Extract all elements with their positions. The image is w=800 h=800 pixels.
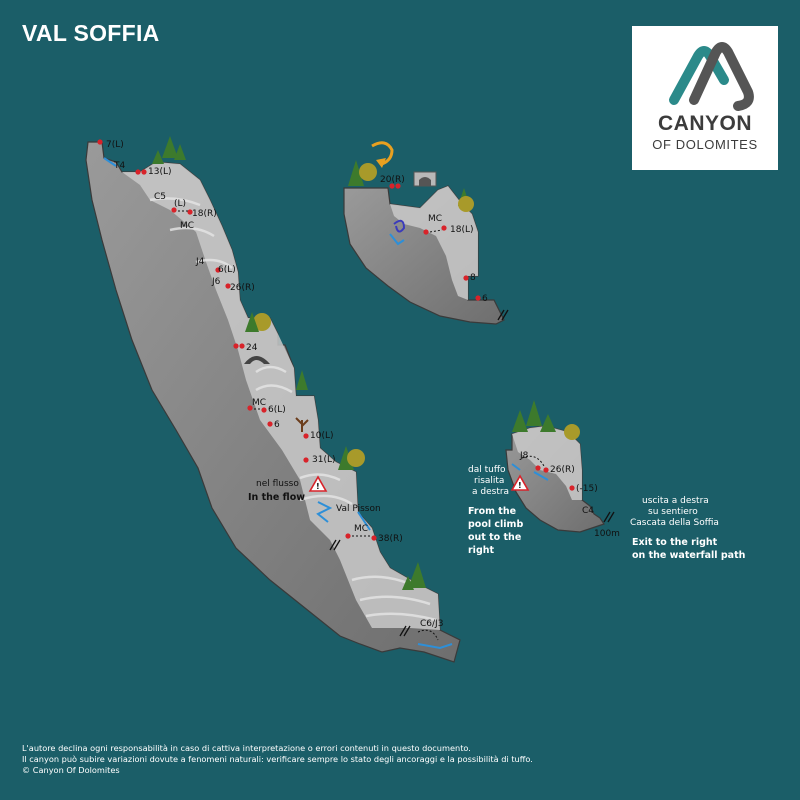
rock-strata-1: [149, 197, 437, 622]
copyright: © Canyon Of Dolomites: [22, 764, 120, 775]
label: 6(L): [218, 265, 236, 275]
whirlpool-icon: [393, 219, 406, 233]
disclaimer: L'autore declina ogni responsabilità in …: [22, 743, 582, 775]
svg-text:uscita a destra: uscita a destra: [642, 496, 709, 506]
svg-text:right: right: [468, 545, 495, 556]
svg-text:!: !: [518, 481, 522, 490]
label: 7(L): [106, 140, 124, 150]
label: 18(L): [450, 225, 474, 235]
hazard-warning-icon: !: [510, 474, 530, 491]
label: C6/J3: [420, 619, 443, 629]
svg-text:on the waterfall path: on the waterfall path: [632, 550, 746, 561]
canyon-section-2: 20(R) MC 18(L) 8 6: [343, 141, 509, 325]
disclaimer-line: Il canyon può subire variazioni dovute a…: [22, 753, 533, 764]
anchor-points-2: [389, 183, 481, 301]
label: 6: [274, 420, 280, 430]
disclaimer-line: L'autore declina ogni responsabilità in …: [22, 743, 471, 753]
label: T4: [113, 161, 125, 171]
logo-name: CANYON: [657, 112, 752, 135]
hazard-warning-icon: !: [308, 475, 328, 492]
label: 18(R): [192, 209, 217, 219]
label: 8: [470, 273, 476, 283]
svg-text:dal tuffo: dal tuffo: [468, 465, 506, 475]
svg-text:Exit to the right: Exit to the right: [632, 537, 718, 548]
label: 38(R): [378, 534, 403, 544]
trees-1: [152, 136, 426, 590]
label: (L): [174, 199, 186, 209]
label: C4: [582, 506, 594, 516]
mountain-drop-icon: [669, 42, 754, 111]
trees-2: [348, 160, 474, 212]
svg-text:a destra: a destra: [472, 487, 509, 497]
label: 100m: [594, 529, 620, 539]
label: 10(L): [310, 431, 334, 441]
canyon-section-3: ! J8 26(R) (-15) C4 100m: [505, 400, 620, 539]
label: MC: [428, 214, 442, 224]
label: MC: [180, 221, 194, 231]
trees-3: [512, 400, 580, 440]
arch-icon: [244, 356, 270, 364]
note-it: nel flusso: [256, 479, 299, 489]
anchor-points-1: [97, 139, 377, 541]
canyon-of-dolomites-logo: CANYON OF DOLOMITES: [632, 26, 778, 170]
svg-text:pool climb: pool climb: [468, 519, 523, 530]
label: 24: [246, 343, 258, 353]
svg-text:Cascata della Soffia: Cascata della Soffia: [630, 518, 719, 528]
label: J6: [211, 277, 221, 287]
label: J4: [195, 257, 205, 267]
pool-climb-note: dal tuffo risalita a destra From the poo…: [468, 465, 523, 556]
break-mark: [497, 309, 509, 321]
break-mark: [329, 539, 341, 551]
rock-light-band-3: [512, 426, 582, 500]
label: 31(L): [312, 455, 336, 465]
rock-light-band-1: [122, 162, 440, 630]
label: 6(L): [268, 405, 286, 415]
canyon-section-1: ! 7(L) T4 13(L) C5 (L) 18(R) MC J4 6(L) …: [85, 136, 461, 663]
svg-text:From the: From the: [468, 506, 516, 517]
label: 6: [482, 294, 488, 304]
logo-subtitle: OF DOLOMITES: [652, 137, 758, 152]
label: 26(R): [230, 283, 255, 293]
label: (-15): [576, 484, 598, 494]
break-mark: [399, 625, 411, 637]
label: 26(R): [550, 465, 575, 475]
label: 13(L): [148, 167, 172, 177]
rock-light-band-2: [390, 186, 478, 300]
curved-arrow-icon: [371, 141, 394, 166]
label: J8: [519, 451, 529, 461]
anchor-points-3: [535, 465, 575, 491]
dead-tree-icon: [295, 417, 309, 432]
break-mark: [603, 511, 615, 523]
label: C5: [154, 192, 166, 202]
svg-text:risalita: risalita: [474, 476, 504, 486]
water-flow-1: [103, 157, 453, 650]
page-title: VAL SOFFIA: [22, 20, 160, 46]
label: MC: [354, 524, 368, 534]
svg-text:su sentiero: su sentiero: [648, 507, 698, 517]
label: 20(R): [380, 175, 405, 185]
svg-text:out to the: out to the: [468, 532, 521, 543]
svg-text:!: !: [316, 482, 320, 491]
note-en: In the flow: [248, 492, 305, 503]
label: MC: [252, 398, 266, 408]
exit-note: uscita a destra su sentiero Cascata dell…: [630, 496, 746, 561]
label: Val Pisson: [336, 504, 381, 514]
